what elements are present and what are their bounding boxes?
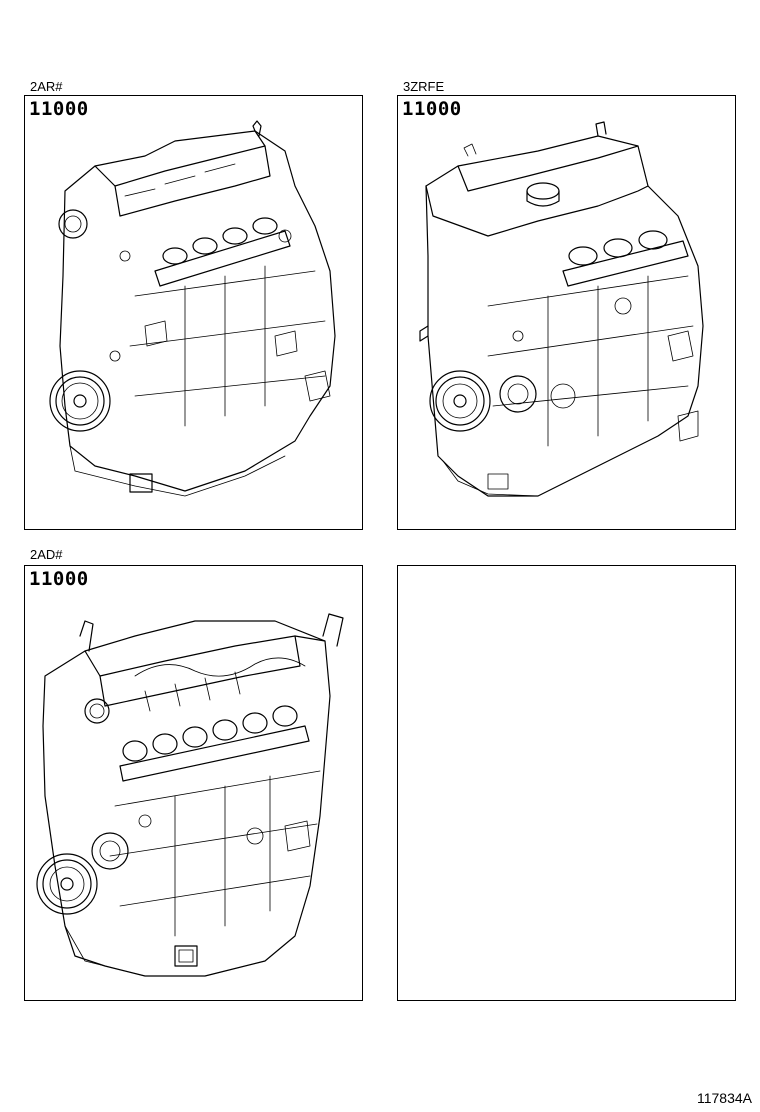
engine-assembly-illustration <box>419 121 704 497</box>
engine-assembly-illustration <box>49 120 336 497</box>
part-number-label: 11000 <box>29 98 89 120</box>
engine-assembly-illustration <box>36 613 344 977</box>
engine-panel-3zrfe[interactable]: 11000 <box>397 95 736 530</box>
empty-panel <box>397 565 736 1001</box>
engine-code-caption: 2AD# <box>30 547 63 562</box>
engine-panel-2ar[interactable]: 11000 <box>24 95 363 530</box>
engine-panel-2ad[interactable]: 11000 <box>24 565 363 1001</box>
illustration-number: 117834A <box>696 1090 752 1106</box>
engine-code-caption: 3ZRFE <box>403 79 445 94</box>
engine-code-caption: 2AR# <box>30 79 63 94</box>
part-number-label: 11000 <box>402 98 462 120</box>
part-number-label: 11000 <box>29 568 89 590</box>
